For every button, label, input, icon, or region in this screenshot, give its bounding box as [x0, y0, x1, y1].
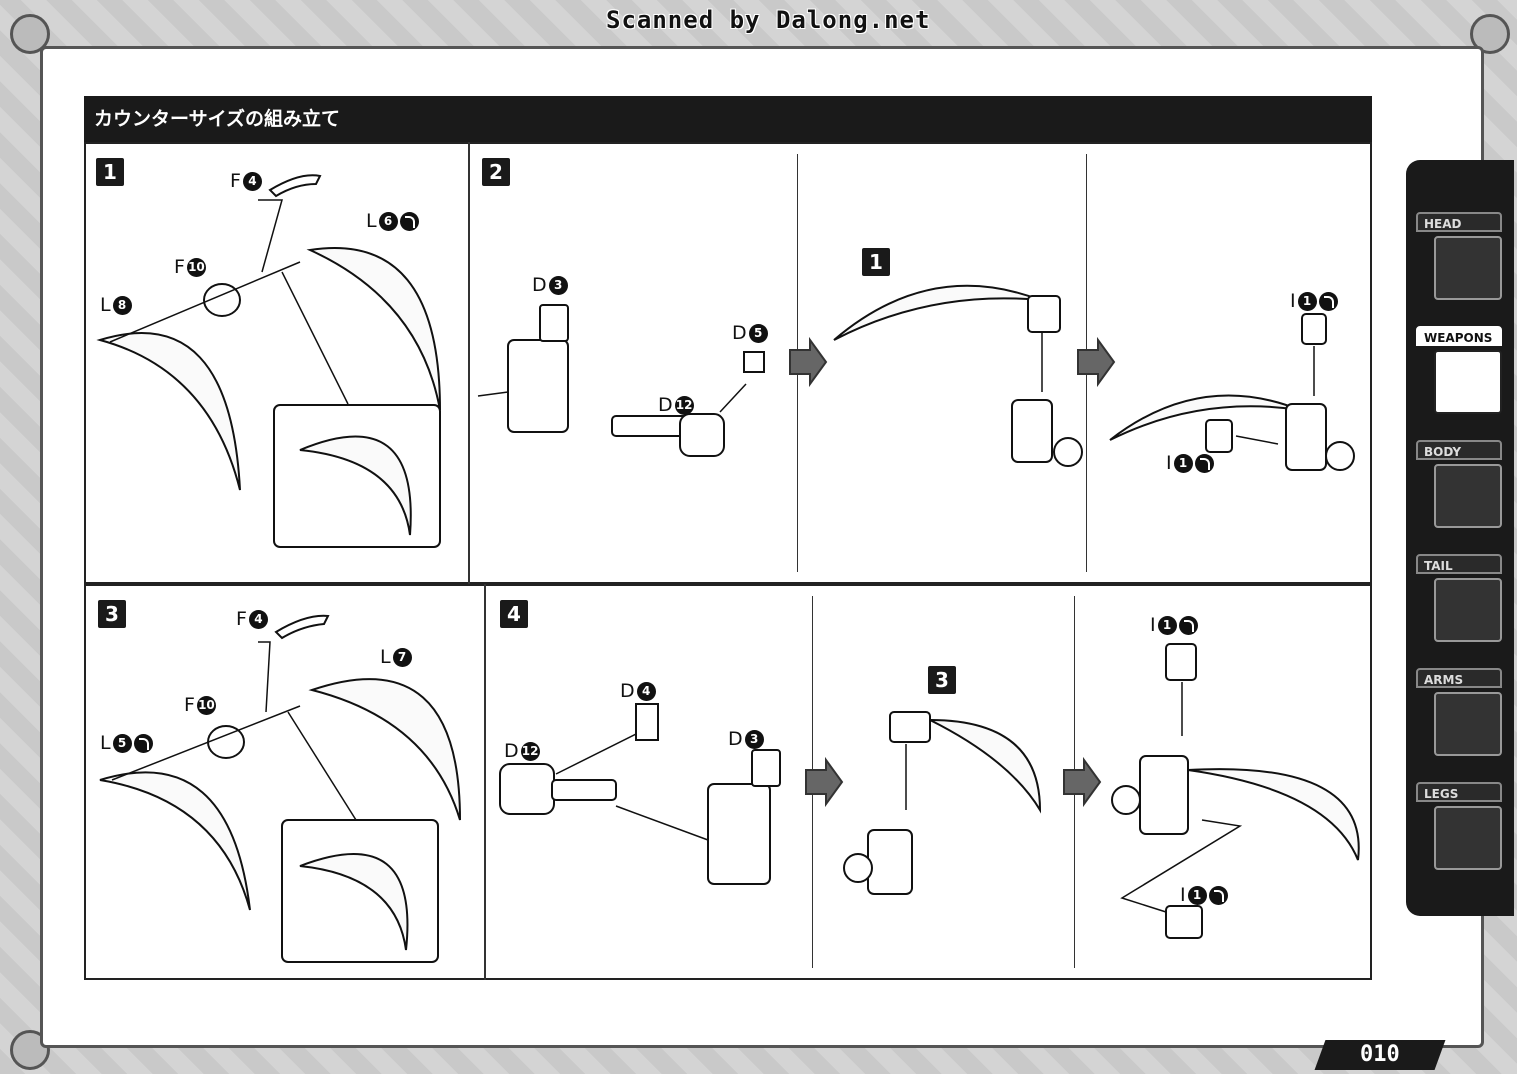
scythe-blade-part: [96, 332, 241, 491]
page-number-text: 010: [1360, 1042, 1400, 1067]
legs-icon: [1434, 806, 1502, 870]
runner-cut-icon: [133, 733, 153, 753]
panel-top: [84, 142, 1372, 584]
tab-legs[interactable]: LEGS: [1412, 782, 1504, 876]
tab-weapons[interactable]: WEAPONS: [1412, 326, 1504, 420]
scan-credit: Scanned by Dalong.net: [606, 6, 931, 34]
weapons-icon: [1434, 350, 1502, 414]
tab-label: LEGS: [1416, 782, 1502, 802]
ring-part: [203, 283, 241, 317]
tab-tail[interactable]: TAIL: [1412, 554, 1504, 648]
page-number: 010: [1314, 1040, 1446, 1070]
runner-cut-icon: [1178, 615, 1198, 635]
step-number: 1: [96, 158, 124, 186]
scythe-blade-part: [306, 247, 441, 411]
small-plate-part: [268, 174, 322, 198]
tab-label: HEAD: [1416, 212, 1502, 232]
detail-inset: [273, 404, 441, 548]
divider: [468, 142, 470, 584]
step-number: 4: [500, 600, 528, 628]
tab-label: BODY: [1416, 440, 1502, 460]
body-icon: [1434, 464, 1502, 528]
tab-arms[interactable]: ARMS: [1412, 668, 1504, 762]
substep-number: 3: [928, 666, 956, 694]
tab-label: TAIL: [1416, 554, 1502, 574]
head-icon: [1434, 236, 1502, 300]
next-step-arrow: [1077, 336, 1116, 388]
step-number: 3: [98, 600, 126, 628]
runner-cut-icon: [1194, 453, 1214, 473]
scythe-blade-part: [299, 435, 412, 536]
runner-cut-icon: [1208, 885, 1228, 905]
next-step-arrow: [789, 336, 828, 388]
section-title: カウンターサイズの組み立て: [84, 96, 1372, 142]
substep-number: 1: [862, 248, 890, 276]
joint-part: [507, 339, 569, 433]
next-step-arrow: [1063, 756, 1102, 808]
next-step-arrow: [805, 756, 844, 808]
runner-cut-icon: [1318, 291, 1338, 311]
tab-body[interactable]: BODY: [1412, 440, 1504, 534]
step-number: 2: [482, 158, 510, 186]
corner-emblem: [1470, 14, 1510, 54]
arms-icon: [1434, 692, 1502, 756]
tab-head[interactable]: HEAD: [1412, 212, 1504, 306]
tab-label: WEAPONS: [1416, 326, 1502, 346]
tab-label: ARMS: [1416, 668, 1502, 688]
divider: [484, 584, 486, 980]
tail-icon: [1434, 578, 1502, 642]
runner-cut-icon: [399, 211, 419, 231]
